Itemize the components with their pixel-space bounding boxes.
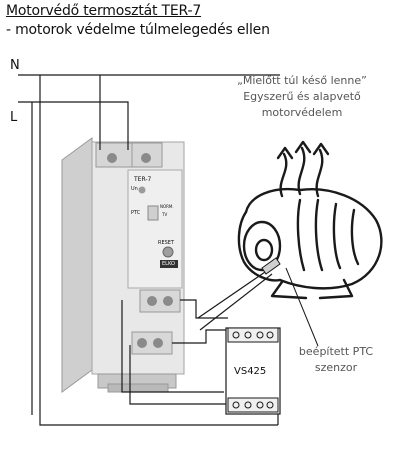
vs425-relay [225,327,281,415]
motor-sketch [237,140,383,300]
device-norm-label: NORM. [160,204,174,209]
bottom-terminals [131,289,181,355]
wire-n-down [39,75,278,426]
device-ptc-label: PTC [131,210,141,216]
slogan-line-3: motorvédelem [261,106,343,119]
wire-relay-4 [172,329,228,344]
page-title: Motorvédő termosztát TER-7 [6,3,202,19]
device-brand-label: ELKO [162,261,175,267]
wire-sensor-b [199,273,273,331]
device-reset-label: RESET [158,240,175,246]
device-tv-label: TV [162,212,168,217]
sensor-label: beépített PTC szenzor [298,345,374,374]
device-model-label: TER-7 [134,176,152,183]
page-subtitle: - motorok védelme túlmelegedés ellen [6,22,270,38]
neutral-line-label: N [10,58,20,73]
wire-l-top [18,101,129,150]
wire-relay-1 [121,300,224,393]
slogan-line-1: „Mielőtt túl késő lenne” [237,74,367,87]
wire-relay-3 [180,299,228,319]
wire-sensor-a [197,269,269,319]
sensor-pointer [285,267,319,347]
wire-relay-2 [129,345,230,405]
relay-label: VS425 [234,366,267,377]
live-line-label: L [10,110,18,125]
wires [18,74,280,426]
slogan-text: „Mielőtt túl késő lenne” Egyszerű és ala… [232,73,372,121]
slogan-line-2: Egyszerű és alapvető [243,90,361,103]
device-un-label: Un [131,186,138,192]
